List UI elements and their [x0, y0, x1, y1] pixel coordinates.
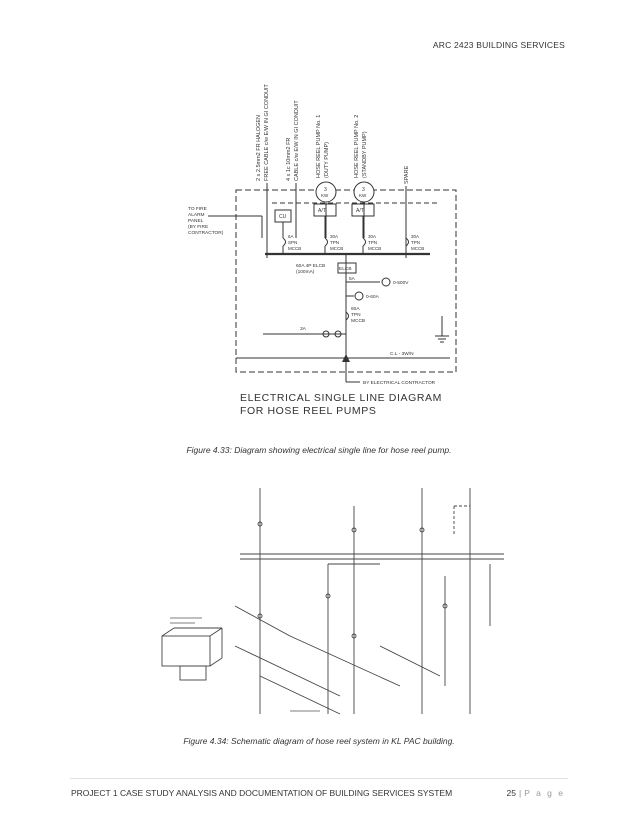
mccb3-c: MCCB	[368, 246, 381, 251]
footer-title: PROJECT 1 CASE STUDY ANALYSIS AND DOCUME…	[71, 788, 453, 798]
page-separator: |	[518, 788, 522, 798]
fire-label-4: (BY FIRE	[188, 224, 208, 230]
fuse-3a: 3A	[300, 326, 307, 332]
spare-label: SPARE	[404, 165, 410, 184]
cable2-label-a: 4 x 1c 10mm2 FR	[286, 138, 292, 181]
hose-reel-schematic	[161, 488, 504, 715]
fuse-5a: 5A	[349, 276, 356, 282]
fire-label-1: TO FIRE	[188, 206, 207, 212]
mccb-60-a: 60A	[351, 306, 360, 312]
at-label-1: A/T	[318, 208, 326, 214]
motor2-unit: KW	[359, 193, 367, 198]
page-header: ARC 2423 BUILDING SERVICES	[432, 40, 565, 50]
diagram-title-line1: ELECTRICAL SINGLE LINE DIAGRAM	[240, 392, 442, 404]
page-number-value: 25	[506, 788, 516, 798]
mccb2-a: 30A	[330, 234, 338, 239]
fire-label-2: ALARM	[188, 212, 205, 218]
mccb-60-b: TPN	[351, 312, 361, 318]
mccb2-b: TPN	[330, 240, 339, 245]
mccb1-c: MCCB	[288, 246, 301, 251]
cable1-label-a: 2 x 2.5mm2 FR HALOGEN	[256, 115, 262, 181]
elcb-box-label: ELCB	[339, 266, 352, 272]
mccb4-b: TPN	[411, 240, 420, 245]
elcb-rating: 60A 4P ELCB	[296, 263, 325, 269]
at-label-2: A/T	[356, 208, 364, 214]
single-line-diagram: 2 x 2.5mm2 FR HALOGEN FREE CABLE c/w E/W…	[188, 83, 457, 417]
page-word: P a g e	[524, 788, 565, 798]
pump2-label-a: HOSE REEL PUMP No. 2	[354, 115, 360, 178]
mccb-60-c: MCCB	[351, 318, 365, 324]
page-number: 25|P a g e	[507, 788, 565, 798]
pump2-label-b: (STANDBY PUMP)	[362, 131, 368, 178]
mccb4-c: MCCB	[411, 246, 424, 251]
mccb2-c: MCCB	[330, 246, 343, 251]
cable1-label-b: FREE CABLE c/w E/W IN GI CONDUIT	[264, 83, 270, 181]
mccb1-a: 6A	[288, 234, 294, 239]
footer-divider	[70, 778, 568, 779]
motor1-unit: KW	[321, 193, 329, 198]
cable2-label-b: CABLE c/w E/W IN GI CONDUIT	[294, 100, 300, 181]
motor1-value: 3	[324, 187, 327, 193]
diagram-title-line2: FOR HOSE REEL PUMPS	[240, 405, 376, 417]
pump1-label-b: (DUTY PUMP)	[324, 142, 330, 178]
figure-4-34-caption: Figure 4.34: Schematic diagram of hose r…	[183, 736, 455, 746]
fire-label-3: PANEL	[188, 218, 204, 224]
voltmeter-range: 0-500V	[393, 280, 409, 286]
incoming-label: C.L - 3W/N	[390, 351, 414, 357]
cu-label: CU	[279, 214, 287, 220]
contractor-label: BY ELECTRICAL CONTRACTOR	[363, 380, 436, 386]
figure-4-33-caption: Figure 4.33: Diagram showing electrical …	[186, 445, 452, 455]
pump1-label-a: HOSE REEL PUMP No. 1	[316, 115, 322, 178]
ammeter-range: 0-60A	[366, 294, 380, 300]
mccb3-b: TPN	[368, 240, 377, 245]
mccb1-b: SPN	[288, 240, 297, 245]
motor2-value: 3	[362, 187, 365, 193]
mccb3-a: 30A	[368, 234, 376, 239]
mccb4-a: 30A	[411, 234, 419, 239]
elcb-sensitivity: (100mA)	[296, 269, 315, 275]
fire-label-5: CONTRACTOR)	[188, 230, 224, 236]
